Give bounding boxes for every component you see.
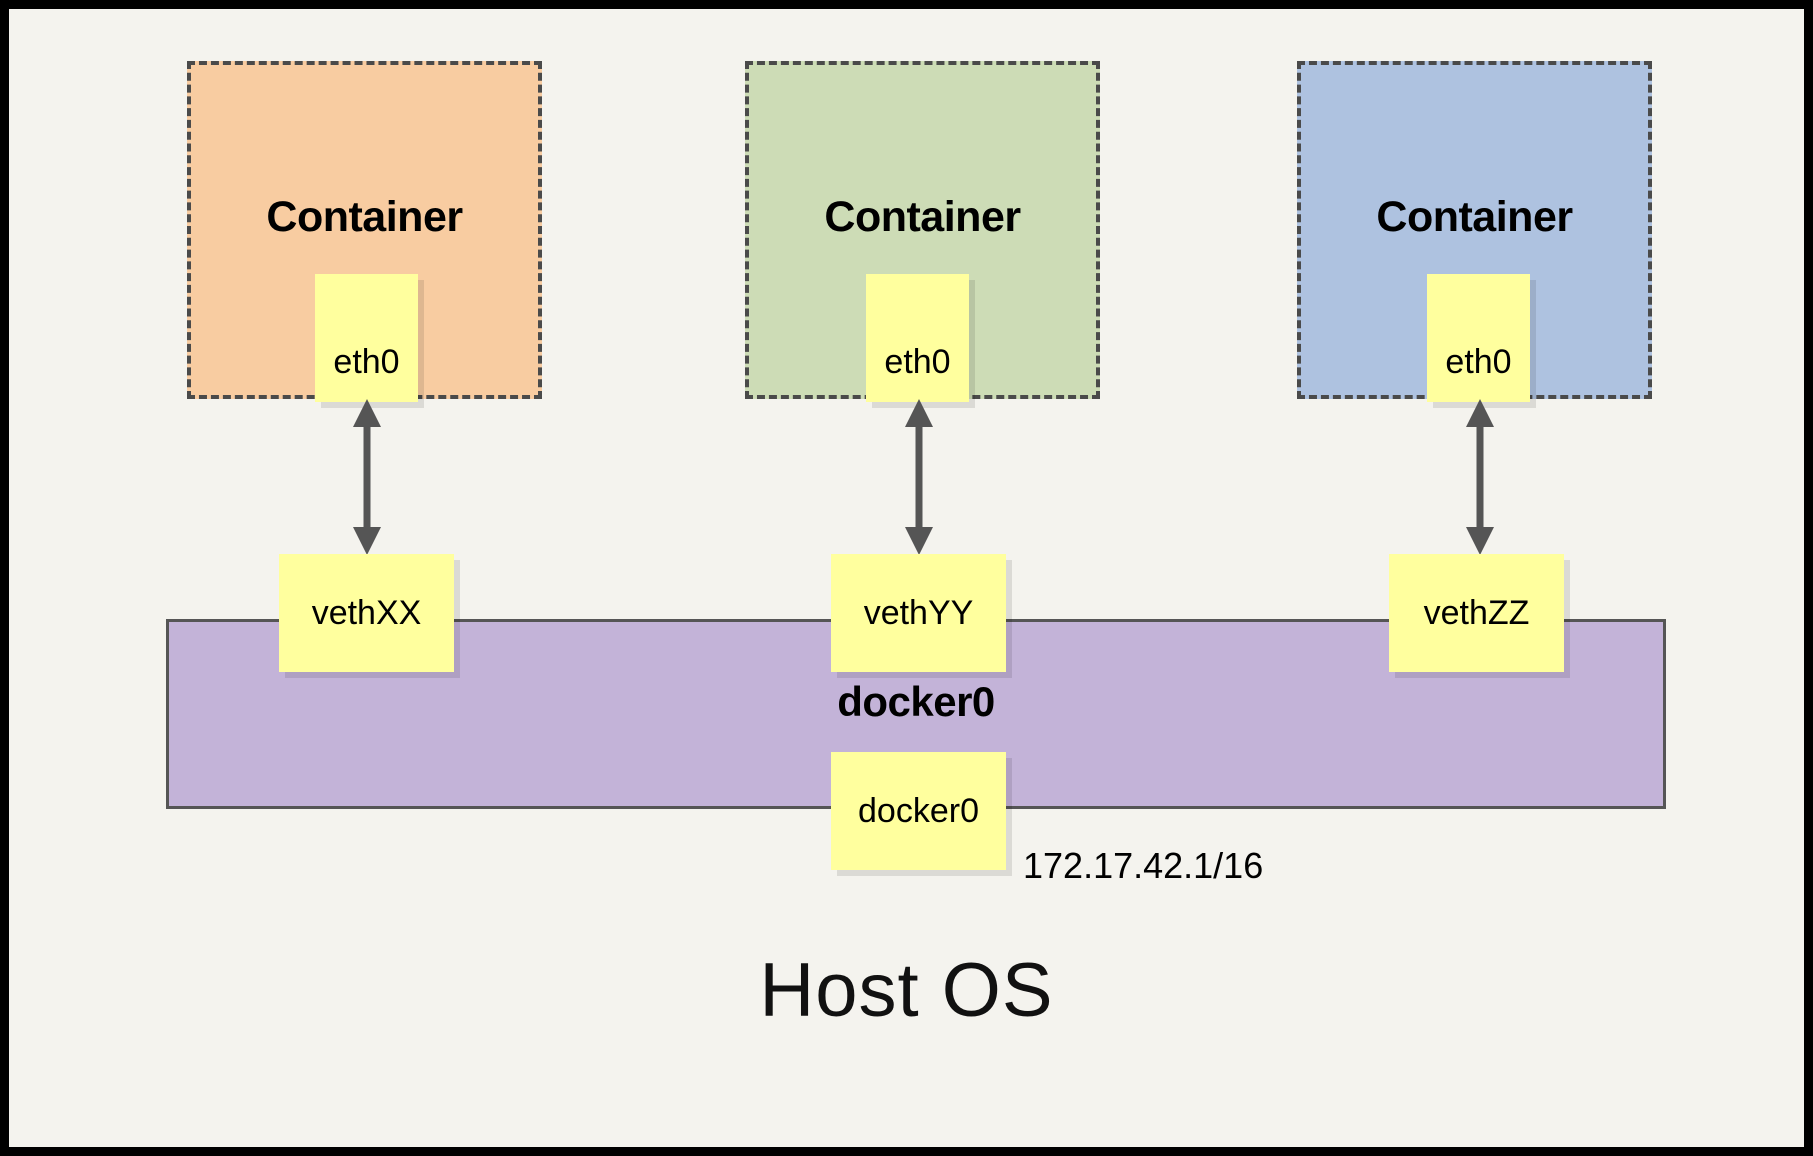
host-os-label: Host OS — [759, 948, 1054, 1033]
veth-note-2[interactable]: vethYY — [831, 554, 1006, 672]
eth0-note-1[interactable]: eth0 — [315, 274, 418, 402]
container-title-3: Container — [1376, 193, 1573, 241]
eth0-label-1: eth0 — [333, 342, 400, 381]
docker0-ip-address: 172.17.42.1/16 — [1023, 845, 1264, 886]
docker0-bridge-label: docker0 — [837, 678, 995, 725]
veth-note-1[interactable]: vethXX — [279, 554, 454, 672]
container-title-1: Container — [266, 193, 463, 241]
eth0-label-2: eth0 — [884, 342, 951, 381]
veth-note-3[interactable]: vethZZ — [1389, 554, 1564, 672]
eth0-note-2[interactable]: eth0 — [866, 274, 969, 402]
eth0-note-3[interactable]: eth0 — [1427, 274, 1530, 402]
connector-arrow-2 — [905, 399, 933, 555]
connector-arrow-3 — [1466, 399, 1494, 555]
docker0-interface-label: docker0 — [858, 791, 979, 830]
docker0-interface-note[interactable]: docker0 — [831, 752, 1006, 870]
eth0-label-3: eth0 — [1445, 342, 1512, 381]
connector-arrow-1 — [353, 399, 381, 555]
veth-label-1: vethXX — [311, 593, 422, 632]
veth-label-2: vethYY — [863, 593, 974, 632]
container-title-2: Container — [824, 193, 1021, 241]
veth-label-3: vethZZ — [1423, 593, 1530, 632]
